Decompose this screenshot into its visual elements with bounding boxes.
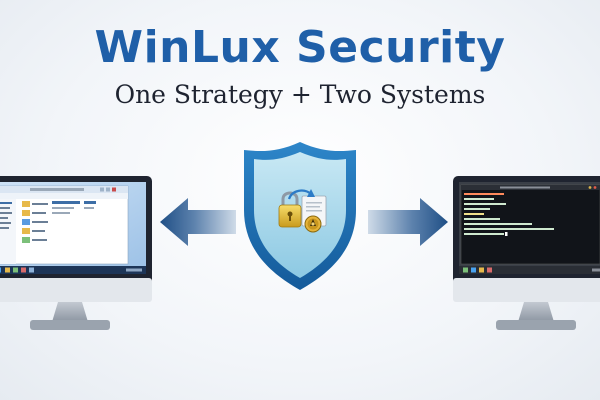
- start-button[interactable]: [0, 267, 1, 273]
- close-button[interactable]: [112, 187, 116, 192]
- file-name: [32, 230, 45, 232]
- windows-monitor-stand: [52, 302, 88, 322]
- terminal-line: [464, 213, 484, 215]
- file-icon[interactable]: [22, 219, 30, 225]
- terminal-line: [464, 223, 532, 225]
- nav-item[interactable]: [0, 202, 12, 204]
- file-name: [32, 221, 48, 223]
- linux-monitor-base: [496, 320, 576, 330]
- arrow-left-icon: [160, 198, 236, 246]
- terminal-line: [464, 193, 504, 195]
- linux-taskbar: [459, 266, 600, 274]
- page-subtitle: One Strategy + Two Systems: [114, 80, 486, 109]
- shield-icon: [244, 142, 356, 290]
- column-header: [84, 201, 96, 204]
- nav-item[interactable]: [0, 222, 11, 224]
- nav-pane-items: [0, 202, 12, 229]
- gear-icon: [304, 215, 322, 233]
- launcher-button[interactable]: [463, 267, 468, 273]
- file-detail: [52, 212, 70, 214]
- folder-icon[interactable]: [22, 210, 30, 216]
- terminal-title-text: [500, 186, 550, 189]
- taskbar-app-icon[interactable]: [479, 267, 484, 273]
- nav-item[interactable]: [0, 217, 8, 219]
- file-name: [32, 212, 46, 214]
- folder-icon[interactable]: [22, 201, 30, 207]
- padlock-icon: [278, 191, 302, 228]
- column-header: [52, 201, 80, 204]
- explorer-title-text: [30, 188, 84, 191]
- file-icon[interactable]: [22, 237, 30, 243]
- linux-monitor: [453, 176, 600, 330]
- maximize-button[interactable]: [106, 187, 110, 192]
- windows-monitor-chin: [0, 278, 152, 302]
- taskbar-app-icon[interactable]: [487, 267, 492, 273]
- terminal-minimize-button[interactable]: [588, 186, 592, 189]
- explorer-toolbar: [0, 193, 128, 199]
- terminal-line: [464, 198, 494, 200]
- terminal-line: [464, 208, 490, 210]
- minimize-button[interactable]: [100, 187, 104, 192]
- terminal-line: [464, 203, 506, 205]
- taskbar-app-icon[interactable]: [5, 267, 10, 273]
- taskbar-app-icon[interactable]: [13, 267, 18, 273]
- arrow-right-icon: [368, 198, 448, 246]
- explorer-nav-pane: [0, 199, 16, 264]
- terminal-line: [464, 228, 554, 230]
- file-detail: [84, 207, 94, 209]
- windows-monitor: [0, 176, 152, 330]
- file-name: [32, 203, 48, 205]
- nav-item[interactable]: [0, 227, 9, 229]
- windows-monitor-base: [30, 320, 110, 330]
- terminal-line: [464, 218, 500, 220]
- folder-icon[interactable]: [22, 228, 30, 234]
- windows-taskbar: [0, 266, 146, 274]
- taskbar-clock: [592, 268, 600, 272]
- terminal-close-button[interactable]: [593, 186, 597, 189]
- terminal-output: [464, 193, 554, 236]
- sync-arrow-icon: [287, 189, 312, 200]
- taskbar-clock: [126, 268, 142, 272]
- sync-arrowhead-icon: [307, 189, 315, 197]
- file-detail: [52, 207, 74, 209]
- taskbar-app-icon[interactable]: [471, 267, 476, 273]
- linux-monitor-chin: [453, 278, 600, 302]
- linux-monitor-stand: [518, 302, 554, 322]
- taskbar-app-icon[interactable]: [29, 267, 34, 273]
- taskbar-app-icon[interactable]: [21, 267, 26, 273]
- nav-item[interactable]: [0, 212, 12, 214]
- nav-item[interactable]: [0, 207, 10, 209]
- file-name: [32, 239, 47, 241]
- terminal-prompt: [464, 233, 504, 235]
- terminal-cursor: [505, 232, 508, 236]
- page-title: WinLux Security: [94, 22, 506, 73]
- explorer-file-list: [22, 201, 96, 243]
